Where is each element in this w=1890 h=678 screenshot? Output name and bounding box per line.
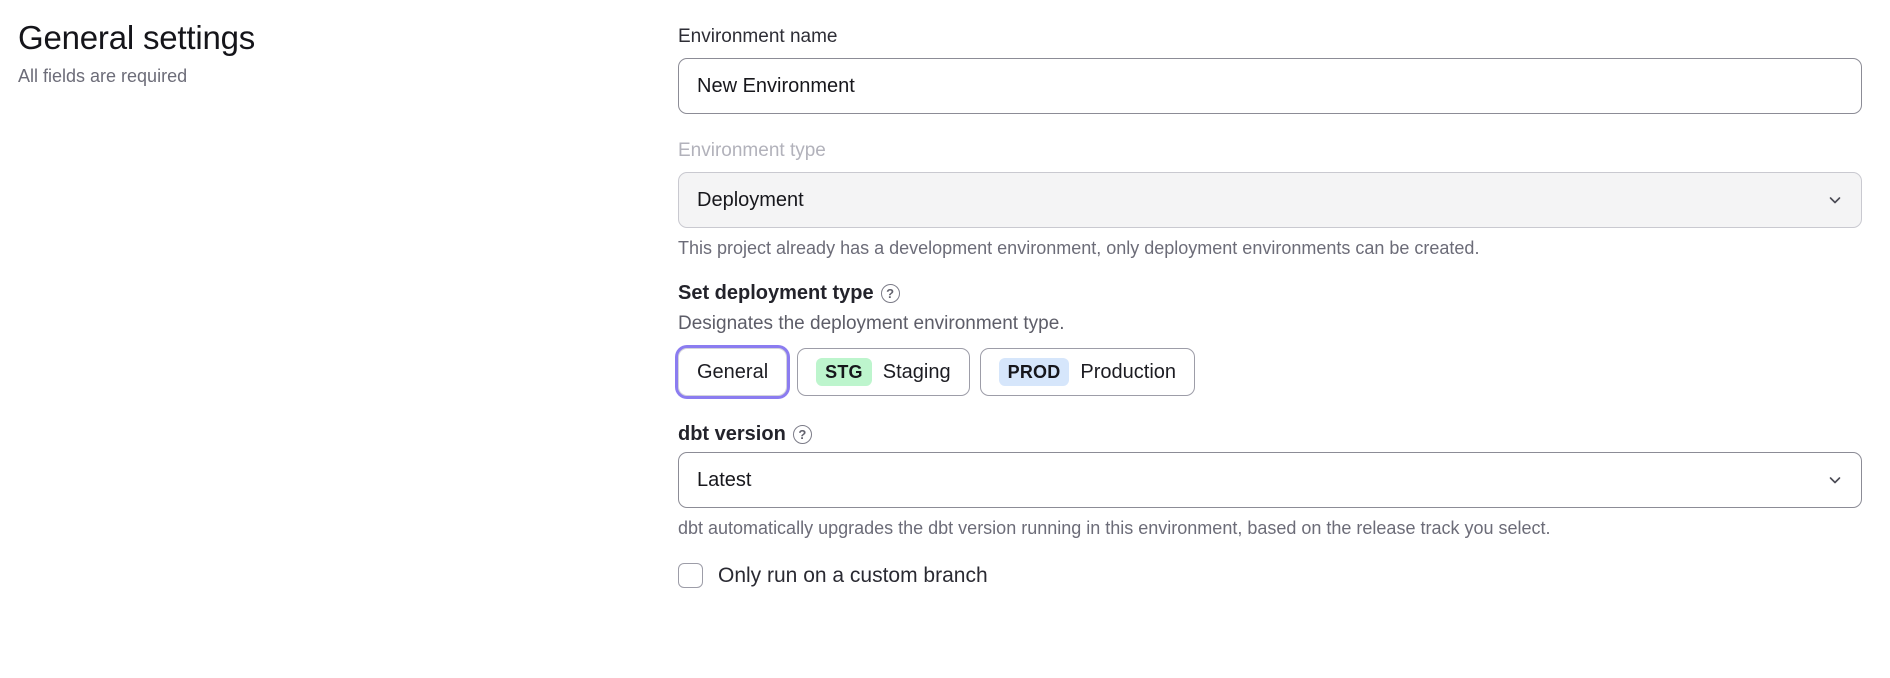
custom-branch-checkbox[interactable] [678, 563, 703, 588]
environment-type-value: Deployment [697, 188, 804, 211]
environment-type-label: Environment type [678, 140, 826, 161]
dbt-version-label: dbt version [678, 423, 786, 445]
staging-badge: STG [816, 358, 872, 386]
custom-branch-row[interactable]: Only run on a custom branch [678, 563, 1862, 588]
question-mark-circle-icon[interactable]: ? [792, 424, 812, 444]
environment-type-field: Environment type Deployment This project… [678, 138, 1862, 261]
question-mark-circle-icon[interactable]: ? [880, 283, 900, 303]
deployment-type-label: Set deployment type [678, 282, 874, 304]
page-subtitle: All fields are required [18, 66, 188, 86]
settings-intro-column: General settings All fields are required [18, 18, 638, 88]
environment-name-label: Environment name [678, 26, 838, 47]
deployment-type-option-production[interactable]: PROD Production [979, 348, 1196, 396]
environment-type-select: Deployment [678, 172, 1862, 228]
custom-branch-label[interactable]: Only run on a custom branch [718, 563, 988, 587]
deployment-type-options: General STG Staging PROD Production [678, 348, 1862, 396]
chevron-down-icon [1827, 192, 1843, 208]
environment-type-helper-text: This project already has a development e… [678, 238, 1480, 258]
environment-name-field: Environment name [678, 24, 1862, 114]
dbt-version-helper-text: dbt automatically upgrades the dbt versi… [678, 518, 1551, 538]
deployment-type-option-general[interactable]: General [678, 348, 788, 396]
environment-name-input[interactable] [678, 58, 1862, 114]
dbt-version-field: dbt version ? Latest dbt automatically u… [678, 420, 1862, 541]
deployment-type-description: Designates the deployment environment ty… [678, 313, 1065, 334]
option-label-staging: Staging [882, 360, 951, 383]
deployment-type-label-row: Set deployment type ? [678, 279, 1862, 307]
chevron-down-icon [1827, 472, 1843, 488]
deployment-type-field: Set deployment type ? Designates the dep… [678, 279, 1862, 396]
page-title: General settings [18, 19, 256, 56]
settings-form-column: Environment name Environment type Deploy… [678, 24, 1862, 588]
dbt-version-value: Latest [697, 468, 752, 491]
deployment-type-option-staging[interactable]: STG Staging [797, 348, 970, 396]
production-badge: PROD [998, 358, 1070, 386]
dbt-version-select[interactable]: Latest [678, 452, 1862, 508]
option-label-general: General [697, 360, 769, 383]
option-label-production: Production [1080, 360, 1177, 383]
dbt-version-label-row: dbt version ? [678, 420, 1862, 448]
